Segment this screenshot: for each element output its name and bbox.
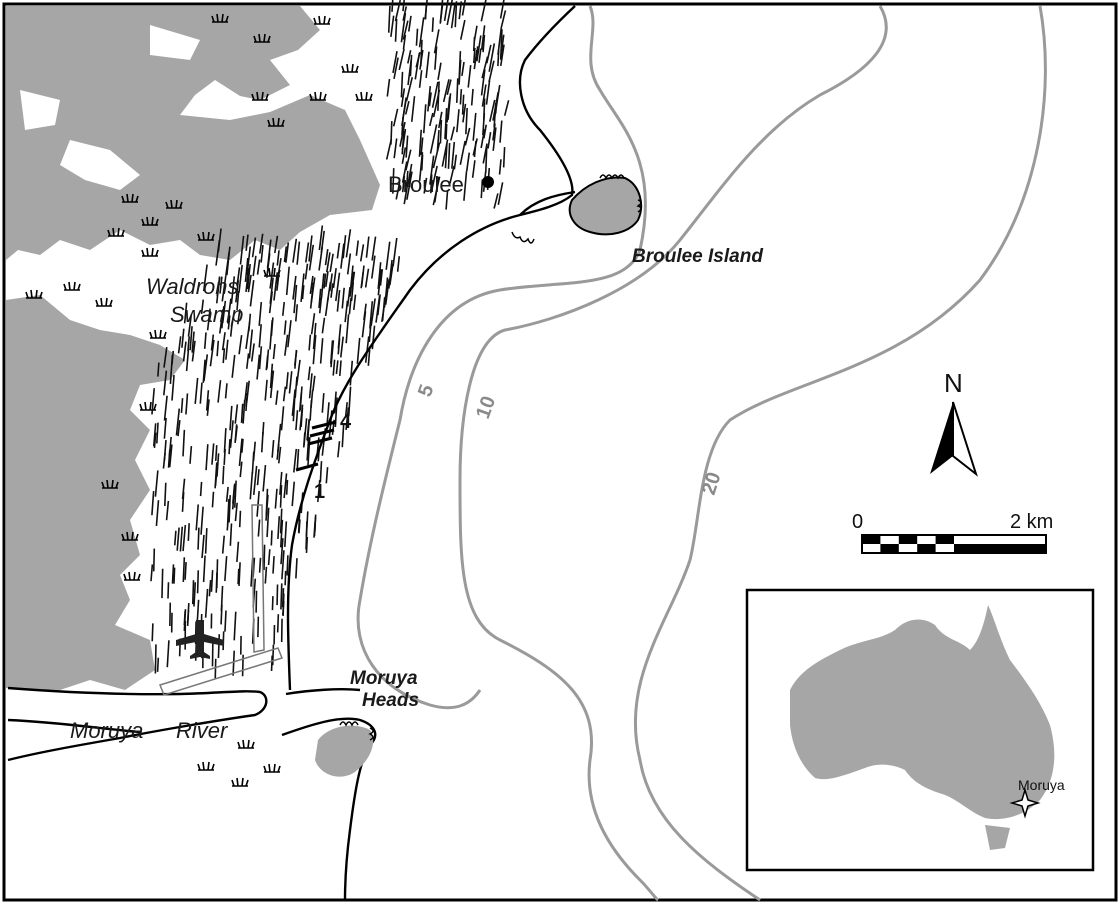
swamp-tuft-icon (231, 777, 249, 787)
airplane-icon (176, 620, 224, 659)
swamp-tuft-icon (263, 763, 281, 773)
swamp-tuft-icon (123, 571, 141, 581)
moruya-heads-label-line2: Heads (362, 690, 419, 711)
broulee-island (511, 174, 643, 244)
moruya-river-label-word1: Moruya (70, 718, 143, 743)
swamp-tuft-icon (197, 761, 215, 771)
swamp-tuft-icon (267, 117, 285, 127)
north-arrow-icon (930, 401, 978, 477)
inland-terrain (6, 6, 380, 690)
contour-20m (633, 5, 1047, 902)
swamp-tuft-icon (63, 281, 81, 291)
swamp-tuft-icon (341, 63, 359, 73)
scale-end-label: 2 km (1010, 511, 1053, 533)
profile-label-4: 4 (340, 411, 352, 433)
north-arrow: N (930, 368, 978, 477)
contour-10m (458, 5, 888, 902)
waldrons-swamp-label-line1: Waldrons (146, 274, 239, 299)
swamp-tuft-icon (237, 739, 255, 749)
broulee-label: Broulee (388, 172, 464, 197)
scale-start-label: 0 (852, 511, 863, 533)
swamp-tuft-icon (313, 15, 331, 25)
coastline (7, 5, 576, 901)
swamp-tuft-icon (107, 227, 125, 237)
swamp-tuft-icon (25, 289, 43, 299)
inset-location-star (1009, 787, 1041, 819)
moruya-heads-headland (315, 721, 374, 777)
moruya-heads-label-line1: Moruya (350, 668, 418, 689)
swamp-tuft-icon (141, 247, 159, 257)
beach-ridges (150, 0, 510, 680)
swamp-tuft-icon (355, 91, 373, 101)
australia-mainland (790, 605, 1055, 820)
contour-5m (356, 5, 647, 710)
broulee-island-label: Broulee Island (632, 246, 763, 267)
swamp-tuft-icon (253, 33, 271, 43)
swamp-tuft-icon (139, 401, 157, 411)
tasmania (985, 825, 1010, 850)
waldrons-swamp-label-line2: Swamp (170, 302, 243, 327)
north-label: N (944, 368, 963, 398)
inset-location-label: Moruya (1018, 777, 1065, 793)
depth-contours (356, 5, 1047, 902)
profile-label-1: 1 (314, 481, 325, 503)
swamp-tuft-icon (95, 297, 113, 307)
swamp-tufts (25, 13, 373, 787)
profile-markers (295, 420, 337, 472)
swamp-tuft-icon (165, 199, 183, 209)
scale-bar: 0 2 km (852, 511, 1053, 554)
inset-map: Moruya (745, 588, 1095, 872)
airstrip (159, 504, 283, 696)
swamp-tuft-icon (101, 479, 119, 489)
swamp-tuft-icon (197, 231, 215, 241)
swamp-tuft-icon (309, 91, 327, 101)
broulee-town-dot (482, 176, 494, 188)
swamp-tuft-icon (211, 13, 229, 23)
swamp-tuft-icon (121, 531, 139, 541)
swamp-tuft-icon (141, 216, 159, 226)
moruya-river-label-word2: River (176, 718, 229, 743)
swamp-tuft-icon (149, 329, 167, 339)
swamp-tuft-icon (251, 91, 269, 101)
swamp-tuft-icon (121, 193, 139, 203)
